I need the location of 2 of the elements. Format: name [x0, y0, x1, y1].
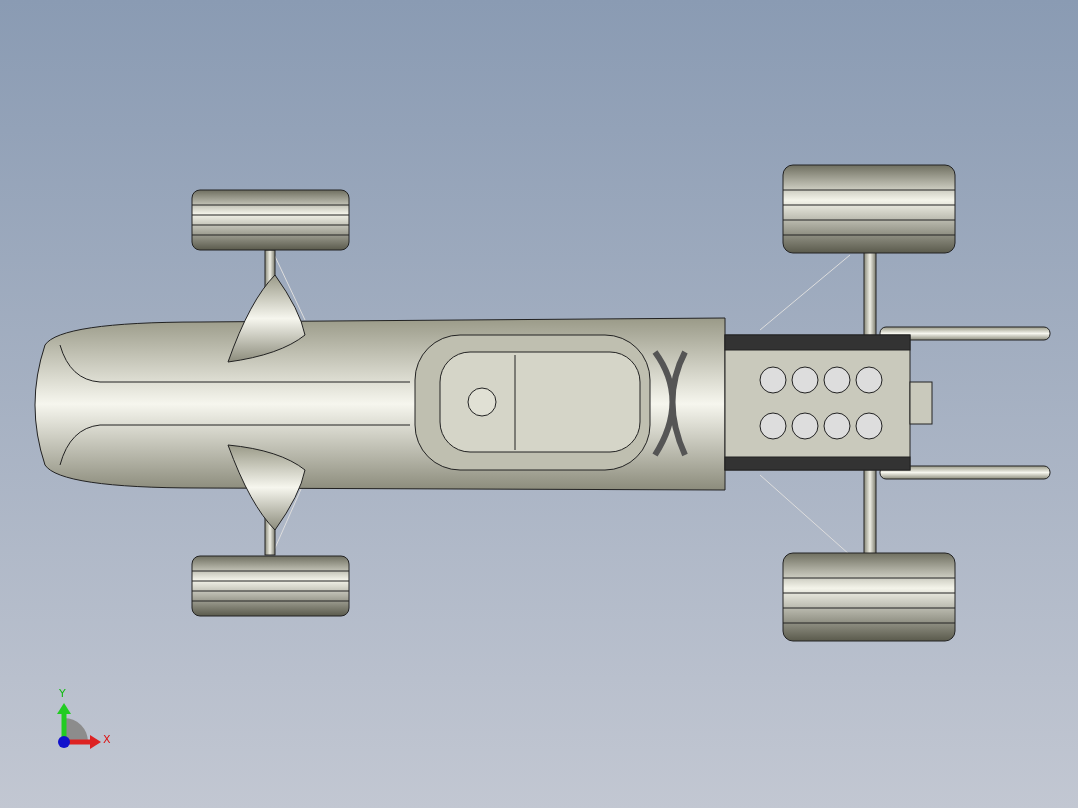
- axis-label: X: [103, 734, 111, 745]
- axis-label: Y: [59, 688, 66, 699]
